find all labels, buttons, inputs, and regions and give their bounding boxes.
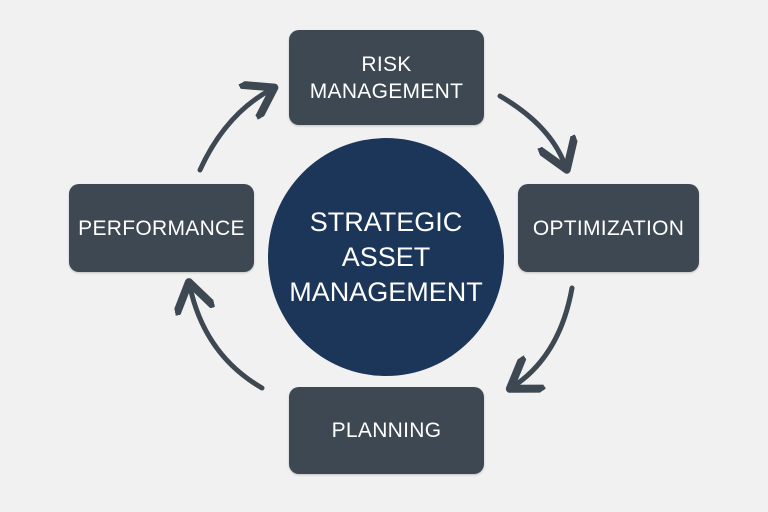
center-label: MANAGEMENT [289,276,483,307]
center-strategic-asset-management: STRATEGIC ASSET MANAGEMENT [268,138,504,376]
node-risk-management: RISK MANAGEMENT [289,30,484,125]
node-performance: PERFORMANCE [69,184,254,272]
arrow-optimization-to-planning [514,285,575,386]
node-label: PERFORMANCE [78,216,245,240]
node-planning: PLANNING [289,387,484,474]
arrow-planning-to-performance [190,287,265,391]
node-optimization: OPTIMIZATION [518,184,699,272]
arrow-risk-to-optimization [497,93,565,165]
center-label: ASSET [341,241,431,272]
center-label: STRATEGIC [309,206,463,237]
node-label: MANAGEMENT [309,79,464,103]
node-label: RISK [361,52,412,76]
node-label: PLANNING [331,419,442,442]
node-label: OPTIMIZATION [532,216,685,240]
arrow-performance-to-risk [197,90,270,173]
